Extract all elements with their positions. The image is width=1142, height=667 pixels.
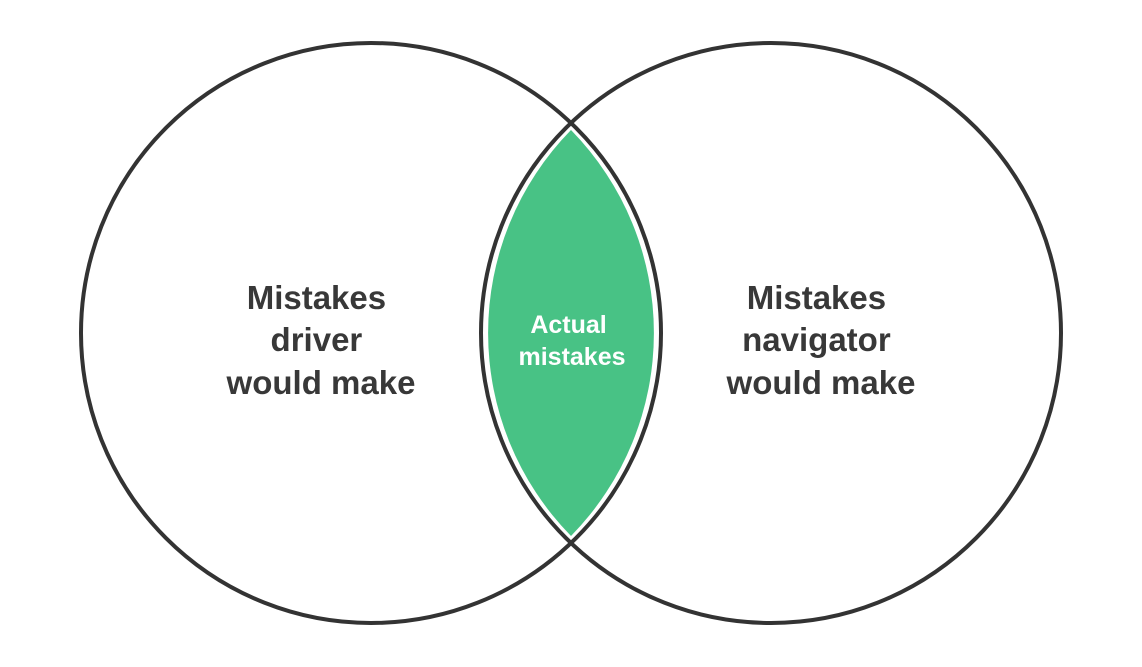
left-set-label-line: driver bbox=[271, 321, 363, 358]
right-set-label-line: would make bbox=[726, 364, 916, 401]
left-set-circle bbox=[79, 41, 663, 625]
left-set-label-line: would make bbox=[226, 364, 416, 401]
overlap-label-line: Actual bbox=[530, 311, 606, 339]
overlap-label: Actual mistakes bbox=[518, 311, 625, 371]
right-set-label-line: Mistakes bbox=[747, 279, 886, 316]
right-set-label: Mistakes navigator would make bbox=[726, 279, 916, 401]
overlap-label-line: mistakes bbox=[518, 343, 625, 371]
right-set-label-line: navigator bbox=[742, 321, 891, 358]
right-set-circle bbox=[479, 41, 1063, 625]
overlap-region bbox=[488, 130, 654, 536]
left-set-label: Mistakes driver would make bbox=[226, 279, 416, 401]
left-set-label-line: Mistakes bbox=[247, 279, 386, 316]
